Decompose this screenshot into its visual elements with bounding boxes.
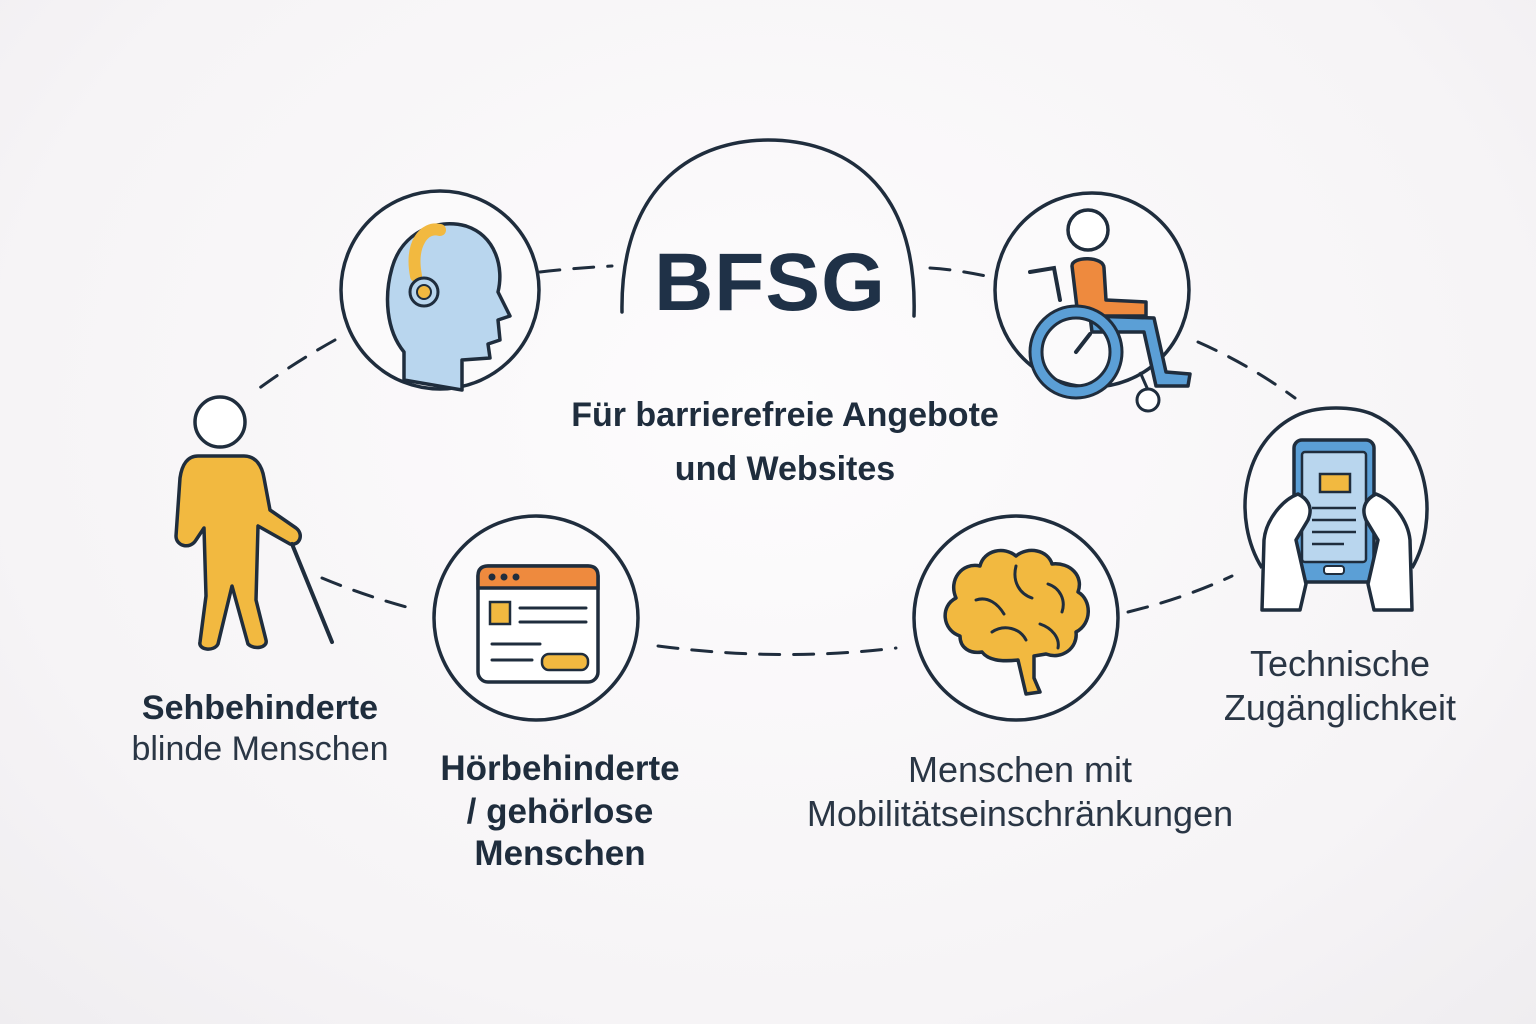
label-sehbehinderte: Sehbehinderte blinde Menschen <box>80 688 440 771</box>
label-hoerbehinderte: Hörbehinderte / gehörlose Menschen <box>400 748 720 876</box>
label-technik: Technische Zugänglichkeit <box>1180 642 1500 730</box>
label-mobilitaet-line-2: Mobilitätseinschränkungen <box>806 792 1234 834</box>
label-hoerbehinderte-line-1: Hörbehinderte <box>440 749 680 788</box>
dashed-connectors <box>248 264 1297 657</box>
connector-person-to-browser <box>320 576 420 612</box>
label-mobilitaet: Menschen mit Mobilitätseinschränkungen <box>760 748 1280 836</box>
label-hoerbehinderte-line-3: Menschen <box>474 834 646 874</box>
connector-brain-to-phone <box>1126 574 1234 614</box>
subtitle-line-2: und Websites <box>674 450 896 489</box>
connector-head-to-title <box>538 264 614 274</box>
subtitle-line-1: Für barrierefreie Angebote <box>571 396 999 434</box>
label-sehbehinderte-line-1: Sehbehinderte <box>141 689 379 727</box>
label-hoerbehinderte-line-2: / gehörlose <box>466 791 654 831</box>
connector-head-to-person <box>248 338 337 397</box>
label-mobilitaet-line-1: Menschen mit <box>907 749 1133 790</box>
page-title: BFSG <box>654 237 886 328</box>
hands-holding-smartphone-icon <box>1243 406 1429 612</box>
connector-title-to-wheelchair <box>928 266 992 279</box>
subtitle: Für barrierefreie Angebote und Websites <box>480 388 1090 497</box>
title-arc <box>620 138 916 318</box>
person-with-cane-icon <box>174 395 334 651</box>
label-sehbehinderte-line-2: blinde Menschen <box>131 730 389 769</box>
connector-wheelchair-to-phone <box>1196 340 1297 400</box>
wheelchair-user-icon <box>993 191 1192 413</box>
label-technik-line-1: Technische <box>1249 643 1431 684</box>
label-technik-line-2: Zugänglichkeit <box>1223 686 1457 728</box>
brain-icon <box>912 514 1120 722</box>
connector-browser-to-brain <box>656 644 898 657</box>
browser-window-icon <box>432 514 640 722</box>
head-with-headphones-icon <box>339 189 541 392</box>
